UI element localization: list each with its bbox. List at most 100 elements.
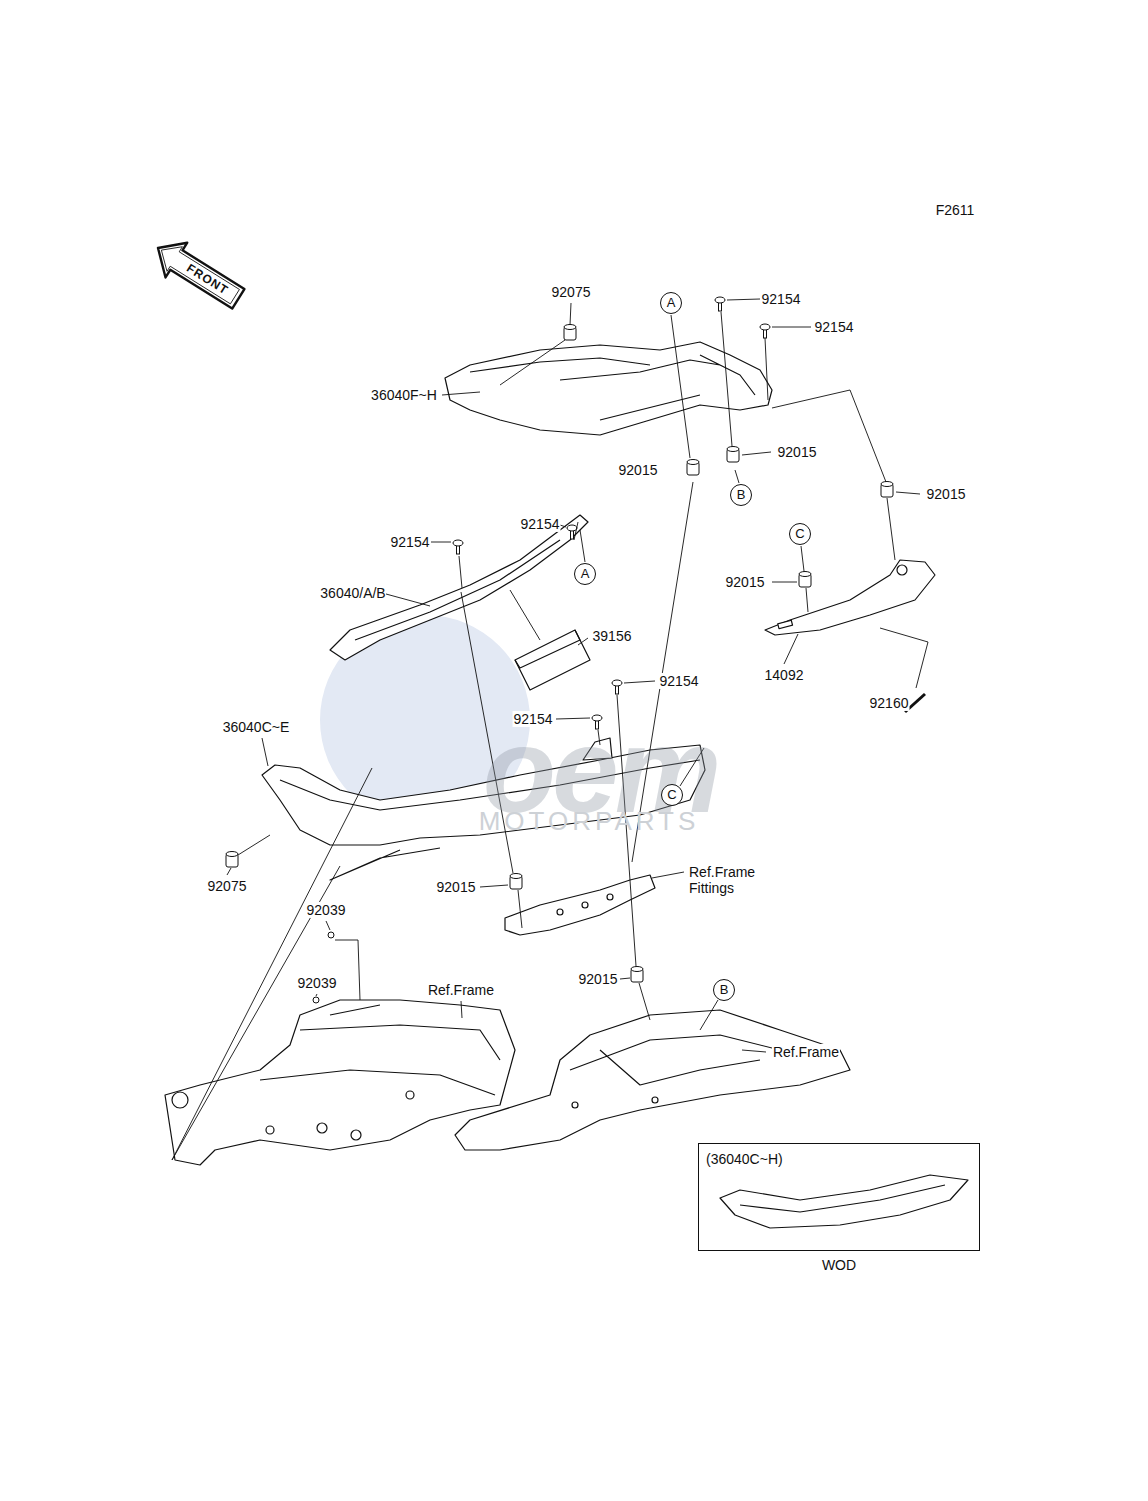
grommet	[510, 874, 522, 890]
part-number: 92015	[926, 486, 967, 502]
leader-line	[480, 885, 508, 887]
part-number: 92154	[390, 534, 431, 550]
part-number: 92015	[578, 971, 619, 987]
leader-line	[227, 868, 231, 875]
screw	[328, 932, 334, 938]
leader-line	[510, 590, 540, 640]
reference-note: Ref.Frame	[427, 982, 495, 998]
reference-note: Ref.Frame Fittings	[688, 864, 805, 896]
leader-line	[639, 983, 650, 1020]
leader-line	[624, 681, 655, 683]
leader-line	[742, 1050, 766, 1052]
reference-letter: C	[661, 784, 683, 806]
leader-lines	[172, 299, 928, 1160]
grommet	[727, 447, 739, 463]
leader-line	[735, 470, 739, 483]
part-number: 92160	[869, 695, 910, 711]
leader-line	[671, 315, 690, 458]
leader-line	[172, 768, 372, 1160]
grommet	[631, 967, 643, 983]
grommet	[564, 325, 576, 341]
leader-line	[806, 588, 808, 612]
inset-heading: (36040C~H)	[706, 1151, 783, 1167]
part-number: 92154	[659, 673, 700, 689]
leader-line	[772, 582, 797, 583]
leader-line	[431, 542, 451, 543]
part-number: 36040C~E	[223, 719, 290, 735]
leader-line	[461, 1001, 462, 1018]
bolt	[715, 297, 725, 311]
leader-line	[727, 299, 760, 300]
leader-line	[580, 530, 585, 562]
bolt	[760, 324, 770, 338]
leader-line	[459, 556, 462, 588]
part-number: 92015	[436, 879, 477, 895]
reference-letter: B	[713, 979, 735, 1001]
upper-cover	[445, 342, 772, 435]
front-arrow	[147, 231, 249, 316]
leader-line	[772, 327, 811, 328]
part-number: 39156	[593, 628, 632, 644]
leader-line	[326, 921, 330, 930]
grommet	[799, 572, 811, 588]
part-number: 92039	[297, 975, 338, 991]
leader-line	[578, 638, 588, 645]
reference-note: Ref.Frame	[772, 1044, 840, 1060]
leader-line	[238, 835, 270, 855]
leader-line	[772, 390, 886, 482]
leader-line	[652, 872, 684, 878]
leader-line	[500, 340, 565, 385]
inset-box: (36040C~H) WOD	[698, 1143, 980, 1277]
reference-letter: C	[789, 523, 811, 545]
leader-line	[570, 303, 571, 325]
part-number: 92015	[725, 574, 766, 590]
grommet	[226, 852, 238, 868]
leader-line	[262, 738, 268, 766]
leader-line	[880, 628, 928, 688]
part-number: 92015	[777, 444, 818, 460]
reference-letter: B	[730, 484, 752, 506]
leader-line	[335, 940, 360, 1000]
pad	[515, 630, 590, 690]
leader-line	[700, 1000, 718, 1030]
bracket	[765, 560, 935, 635]
grommet	[687, 460, 699, 476]
leader-line	[896, 492, 920, 494]
part-number: 92154	[520, 516, 561, 532]
leader-line	[518, 890, 522, 928]
leader-line	[442, 392, 480, 395]
part-number: 14092	[765, 667, 804, 683]
grommet	[881, 482, 893, 498]
part-number: 92075	[207, 878, 248, 894]
inset-caption: WOD	[822, 1257, 856, 1273]
watermark: MOTORPARTS	[479, 807, 700, 837]
inset-cover	[720, 1175, 968, 1228]
reference-letter: A	[660, 292, 682, 314]
part-number: 92015	[618, 462, 659, 478]
screw	[313, 997, 319, 1003]
leader-line	[784, 634, 798, 664]
fasteners	[226, 297, 925, 1003]
leader-line	[574, 522, 578, 540]
part-number: 92154	[761, 291, 802, 307]
leader-line	[386, 594, 430, 606]
part-number: 92075	[551, 284, 592, 300]
leader-line	[316, 994, 317, 996]
bolt	[612, 680, 622, 694]
leader-line	[887, 498, 895, 560]
leader-line	[742, 452, 771, 455]
leader-line	[765, 338, 768, 400]
leader-line	[560, 525, 566, 527]
leader-line	[620, 978, 630, 979]
reference-letter: A	[574, 563, 596, 585]
frame-fittings	[505, 875, 655, 935]
bolt	[453, 540, 463, 554]
leader-line	[721, 312, 732, 446]
right-frame	[455, 1010, 850, 1150]
part-number: 36040F~H	[371, 387, 437, 403]
part-number: 92039	[306, 902, 347, 918]
part-number: 36040/A/B	[320, 585, 385, 601]
part-number: 92154	[513, 711, 554, 727]
figure-code: F2611	[935, 202, 976, 218]
leader-line	[801, 546, 804, 571]
